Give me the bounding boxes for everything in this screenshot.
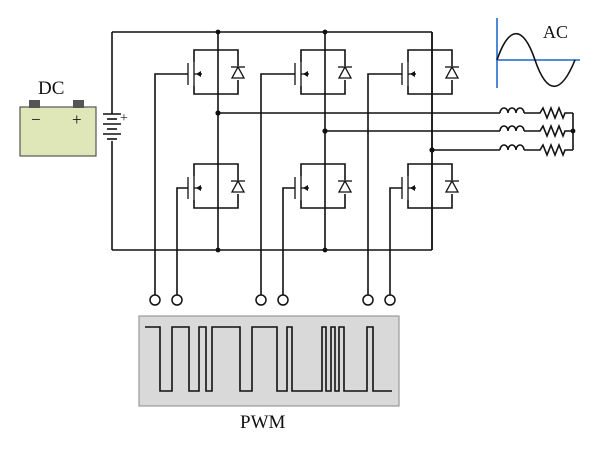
ac-waveform: AC <box>496 18 580 88</box>
dc-label: DC <box>38 78 64 99</box>
battery-terminal-negative <box>29 100 40 108</box>
gate-terminal <box>277 294 289 306</box>
pwm-box <box>138 315 400 407</box>
ac-label: AC <box>543 22 568 42</box>
switch-lower-1 <box>187 163 246 209</box>
dc-bus: + <box>103 31 433 251</box>
gate-terminal <box>384 294 396 306</box>
bridge-leg-1 <box>154 29 246 295</box>
battery-body <box>19 106 97 157</box>
gate-terminal <box>362 294 374 306</box>
bridge-leg-3 <box>367 32 460 295</box>
gate-terminal <box>149 294 161 306</box>
battery-terminal-positive <box>73 100 84 108</box>
load-resistors <box>524 105 576 158</box>
pwm-label: PWM <box>240 412 286 433</box>
gate-terminals <box>149 294 396 306</box>
ac-sine-curve <box>496 32 576 88</box>
battery-plus-sign: + <box>72 110 82 129</box>
gate-terminal <box>171 294 183 306</box>
switch-lower-3 <box>401 163 460 209</box>
bridge-leg-2 <box>260 29 353 295</box>
battery-cell-symbol <box>103 113 121 140</box>
switch-lower-2 <box>294 163 353 209</box>
switch-upper-1 <box>187 49 246 95</box>
switch-upper-3 <box>401 49 460 95</box>
switch-upper-2 <box>294 49 353 95</box>
load-inductors <box>499 107 525 151</box>
battery-cell-plus: + <box>120 111 128 126</box>
pwm-waveform <box>145 326 392 392</box>
battery: − + <box>19 100 97 157</box>
ac-output-lines <box>218 112 500 151</box>
gate-terminal <box>255 294 267 306</box>
battery-minus-sign: − <box>31 110 41 129</box>
